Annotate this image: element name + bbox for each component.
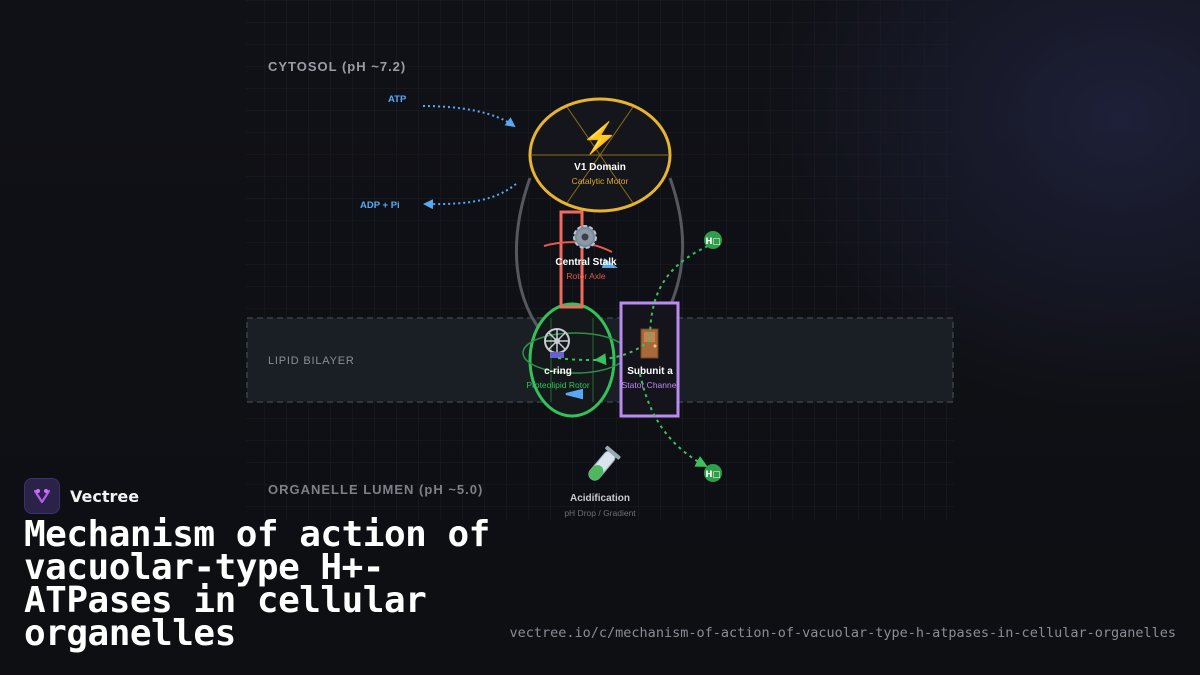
c-ring[interactable]: c-ring Proteolipid Rotor [522, 302, 628, 418]
v1-domain-subtitle: Catalytic Motor [572, 176, 629, 186]
central-stalk-subtitle: Rotor Axle [566, 271, 605, 281]
proton-path-in [649, 245, 709, 341]
acidification-title: Acidification [570, 493, 630, 504]
peripheral-stalk-left [515, 177, 550, 342]
rotation-arrow [565, 388, 583, 400]
adp-flow-arrow [423, 183, 517, 210]
adp-label: ADP + Pi [360, 200, 400, 211]
lightning-icon: ⚡ [581, 120, 618, 156]
acidification: Acidification pH Drop / Gradient [564, 445, 636, 518]
central-stalk-title: Central Stalk [555, 257, 617, 268]
acidification-subtitle: pH Drop / Gradient [564, 508, 636, 518]
gear-icon [573, 225, 597, 249]
page-url[interactable]: vectree.io/c/mechanism-of-action-of-vacu… [509, 625, 1176, 641]
page-title: Mechanism of action of vacuolar-type H+-… [24, 514, 490, 654]
atp-flow-arrow [422, 105, 516, 128]
subunit-a-subtitle: Stator Channel [622, 380, 679, 390]
brand-name: Vectree [70, 486, 140, 506]
proton-badge-top: H□ [704, 231, 722, 249]
brand: Vectree [24, 478, 140, 514]
proton-label-top: H□ [705, 237, 720, 247]
subunit-a[interactable]: Subunit a Stator Channel [619, 301, 680, 418]
door-icon [640, 328, 659, 359]
v1-domain-title: V1 Domain [574, 162, 626, 173]
atp-label: ATP [388, 94, 407, 105]
cytosol-label: CYTOSOL (pH ~7.2) [268, 59, 406, 74]
lumen-label: ORGANELLE LUMEN (pH ~5.0) [268, 482, 483, 497]
c-ring-subtitle: Proteolipid Rotor [526, 380, 589, 390]
grid-background [246, 0, 954, 520]
v1-domain[interactable]: ⚡ V1 Domain Catalytic Motor [528, 97, 672, 213]
test-tube-icon [588, 445, 621, 481]
c-ring-title: c-ring [544, 366, 572, 377]
proton-label-bottom: H□ [705, 470, 720, 480]
wheel-icon [544, 328, 570, 358]
vectree-logo-icon [24, 478, 60, 514]
lipid-bilayer-label: LIPID BILAYER [268, 355, 355, 367]
proton-badge-bottom: H□ [704, 464, 722, 482]
central-stalk[interactable]: Central Stalk Rotor Axle [543, 210, 618, 309]
subunit-a-title: Subunit a [627, 366, 673, 377]
